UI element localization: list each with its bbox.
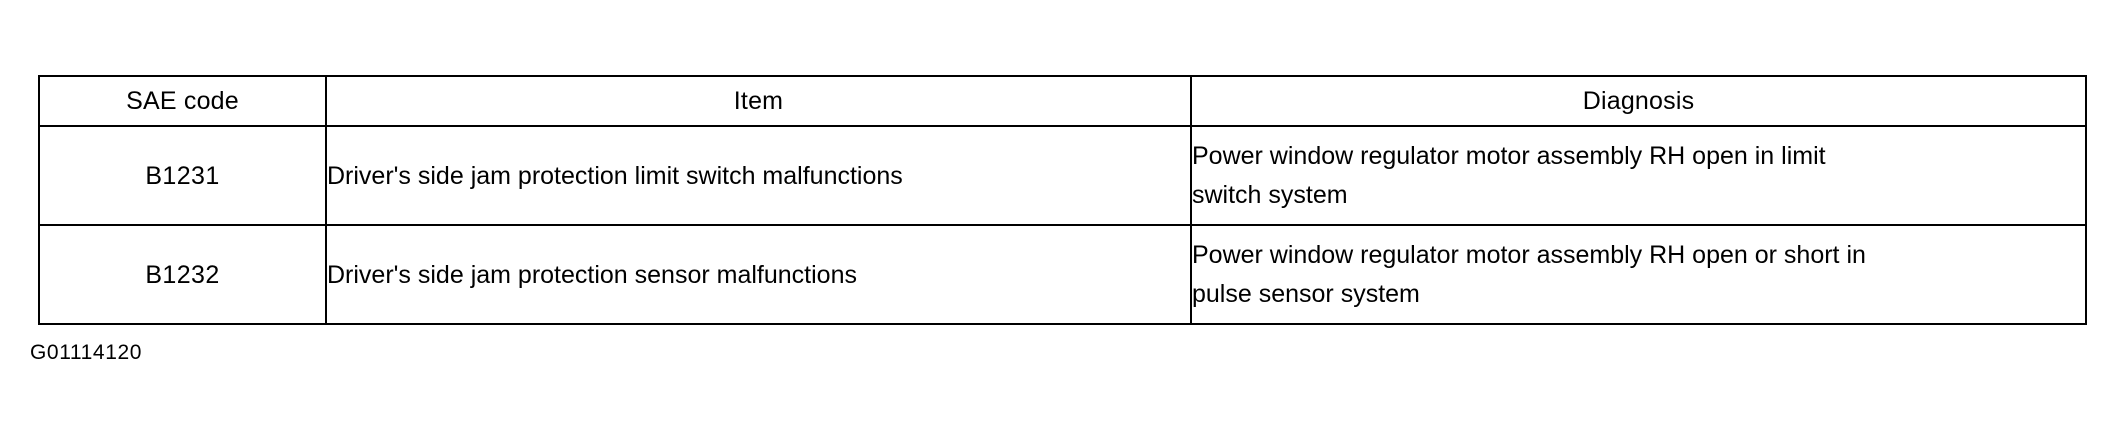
cell-diagnosis: Power window regulator motor assembly RH… — [1190, 125, 2087, 226]
column-header-item: Item — [325, 75, 1192, 127]
figure-caption: G01114120 — [30, 341, 143, 364]
cell-item: Driver's side jam protection sensor malf… — [325, 224, 1192, 325]
table-row: B1231 Driver's side jam protection limit… — [38, 125, 2087, 226]
cell-sae-code: B1231 — [38, 125, 327, 226]
diagnosis-text: Power window regulator motor assembly RH… — [1192, 236, 2085, 314]
diagnosis-text: Power window regulator motor assembly RH… — [1192, 137, 2085, 215]
table-header-row: SAE code Item Diagnosis — [38, 75, 2087, 127]
cell-sae-code: B1232 — [38, 224, 327, 325]
column-header-diagnosis: Diagnosis — [1190, 75, 2087, 127]
table-row: B1232 Driver's side jam protection senso… — [38, 224, 2087, 325]
column-header-sae-code: SAE code — [38, 75, 327, 127]
diagnosis-line: pulse sensor system — [1192, 279, 1420, 308]
diagnosis-line: Power window regulator motor assembly RH… — [1192, 141, 1826, 170]
dtc-code-table: SAE code Item Diagnosis B1231 Driver's s… — [38, 75, 2087, 325]
diagnosis-line: switch system — [1192, 180, 1348, 209]
cell-item: Driver's side jam protection limit switc… — [325, 125, 1192, 226]
diagnosis-line: Power window regulator motor assembly RH… — [1192, 240, 1866, 269]
cell-diagnosis: Power window regulator motor assembly RH… — [1190, 224, 2087, 325]
